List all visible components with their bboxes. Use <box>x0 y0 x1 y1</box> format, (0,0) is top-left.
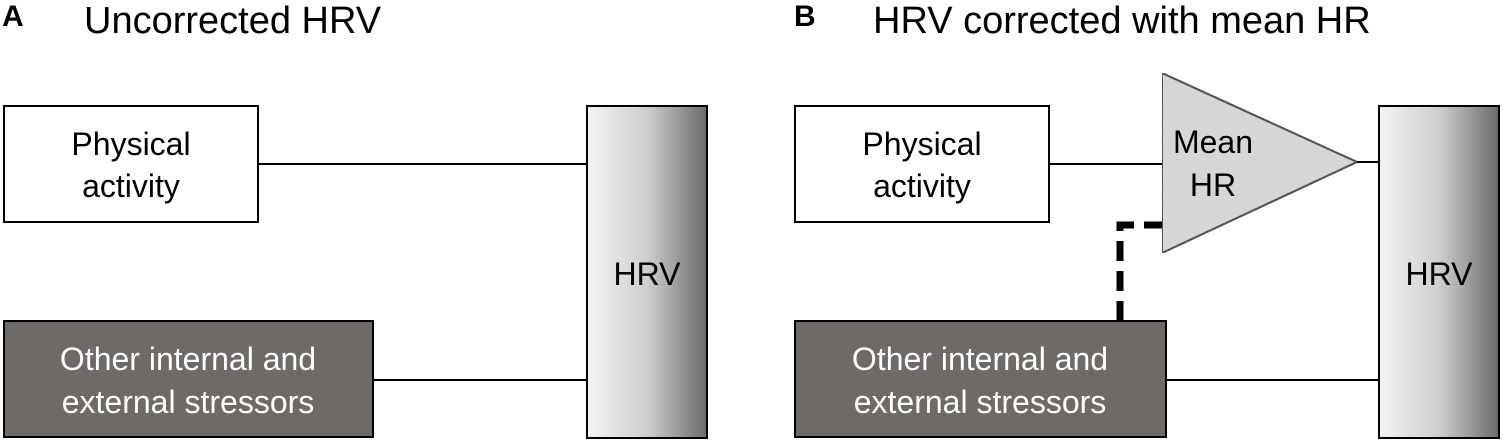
panel-b-title: HRV corrected with mean HR <box>873 0 1371 42</box>
panel-a-stressors-line-2: external stressors <box>62 384 315 420</box>
panel-a-hrv-bar: HRV <box>586 105 708 439</box>
panel-b-physical-activity-line-1: Physical <box>862 126 981 162</box>
panel-a: A Uncorrected HRV Physical activity Othe… <box>2 0 708 439</box>
panel-a-hrv-label: HRV <box>614 256 682 292</box>
panel-a-physical-activity-line-2: activity <box>82 168 180 204</box>
panel-b-physical-activity-box: Physical activity <box>794 105 1050 223</box>
panel-b-mean-hr-triangle: Mean HR <box>1161 71 1360 255</box>
panel-a-physical-activity-box: Physical activity <box>3 105 259 223</box>
panel-b-dashed-connector-stressors-meanhr <box>1116 221 1162 321</box>
panel-a-stressors-box: Other internal and external stressors <box>3 320 374 438</box>
panel-b-letter: B <box>794 0 816 33</box>
panel-a-title: Uncorrected HRV <box>84 0 382 42</box>
panel-b-hrv-bar: HRV <box>1378 105 1500 439</box>
panel-b: B HRV corrected with mean HR Physical ac… <box>794 0 1500 439</box>
panel-a-stressors-line-1: Other internal and <box>60 341 316 377</box>
panel-b-physical-activity-line-2: activity <box>873 168 971 204</box>
panel-a-physical-activity-line-1: Physical <box>71 126 190 162</box>
panel-b-stressors-box: Other internal and external stressors <box>794 320 1167 438</box>
panel-b-mean-hr-line-2: HR <box>1190 167 1236 203</box>
panel-b-stressors-line-1: Other internal and <box>852 341 1108 377</box>
panel-b-mean-hr-line-1: Mean <box>1173 124 1253 160</box>
panel-b-hrv-label: HRV <box>1406 256 1474 292</box>
panel-a-letter: A <box>2 0 24 33</box>
panel-b-stressors-line-2: external stressors <box>854 384 1107 420</box>
